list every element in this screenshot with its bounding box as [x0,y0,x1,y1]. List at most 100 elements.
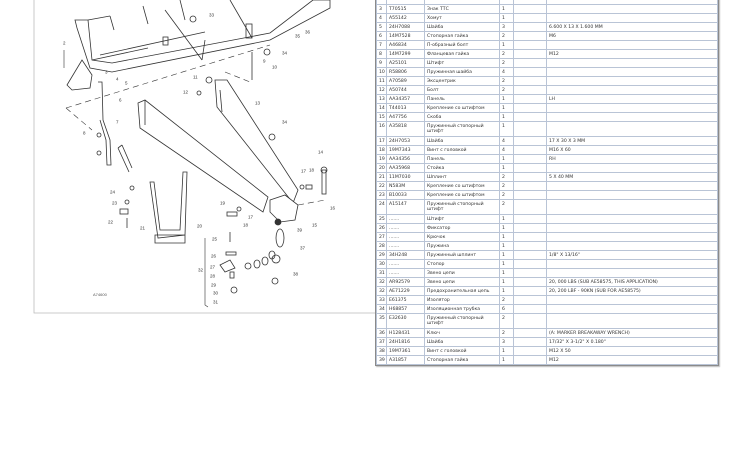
callout-label: 6 [119,98,122,103]
blank-cell [513,22,547,32]
description: Фиксатор [424,223,500,233]
blank-cell [513,40,547,50]
description: Пружинный шплинт [424,250,500,260]
blank-cell [513,112,547,122]
description: Пружинная шайба [424,67,500,77]
callout-label: 10 [272,65,278,70]
description: Стопорная гайка [424,355,500,365]
quantity: 4 [499,67,514,77]
item-number: 23 [376,190,387,200]
item-number: 30 [376,259,387,269]
remarks [546,103,718,113]
callout-label: 31 [213,300,219,305]
remarks: M16 X 60 [546,145,718,155]
callout-label: 22 [108,220,114,225]
callout-label: 17 [301,169,307,174]
callout-label: 26 [211,254,217,259]
item-number: 26 [376,223,387,233]
blank-cell [513,13,547,23]
part-number: A35818 [386,121,425,137]
remarks [546,313,718,329]
callout-label: 12 [183,90,189,95]
remarks: 17/32" X 3-1/2" X 0.180" [546,337,718,347]
quantity: 2 [499,313,514,329]
description: Фланцевая гайка [424,49,500,59]
item-number: 14 [376,103,387,113]
item-number: 33 [376,295,387,305]
item-number: 18 [376,145,387,155]
part-number: 24H7053 [386,136,425,146]
description: Предохранительная цепь [424,286,500,296]
quantity: 4 [499,145,514,155]
callout-label: 14 [318,150,324,155]
part-number: 14M7528 [386,31,425,41]
callout-label: 3 [105,70,108,75]
description: Крепление со штифтом [424,103,500,113]
part-number: A47756 [386,112,425,122]
part-number: 14M7299 [386,49,425,59]
part-number: H68857 [386,304,425,314]
item-number: 7 [376,40,387,50]
blank-cell [513,346,547,356]
blank-cell [513,232,547,242]
callout-label: 19 [220,201,226,206]
callout-label: 34 [282,120,288,125]
item-number: 32 [376,277,387,287]
quantity: 2 [499,172,514,182]
quantity: 2 [499,199,514,215]
part-number: 19M7361 [386,346,425,356]
blank-cell [513,4,547,14]
callout-label: 23 [112,201,118,206]
part-number: R58806 [386,67,425,77]
callout-label: 15 [312,223,318,228]
quantity: 2 [499,58,514,68]
part-number: E32630 [386,313,425,329]
assembly-guide-lines [65,44,326,206]
remarks [546,40,718,50]
item-number: 34 [376,304,387,314]
callout-label: 28 [210,274,216,279]
blank-cell [513,355,547,365]
callout-label: 18 [243,223,249,228]
part-number: AA34356 [386,154,425,164]
callout-label: 34 [282,51,288,56]
item-number: 21 [376,172,387,182]
diagram-frame [33,0,375,314]
remarks [546,181,718,191]
remarks: 6.600 X 13 X 1.600 MM [546,22,718,32]
blank-cell [513,286,547,296]
quantity: 1 [499,286,514,296]
remarks [546,4,718,14]
part-number: ....... [386,232,425,242]
remarks [546,121,718,137]
description: Звено цепи [424,268,500,278]
remarks [546,259,718,269]
description: Хомут [424,13,500,23]
blank-cell [513,304,547,314]
callout-label: 5 [125,81,128,86]
remarks [546,295,718,305]
description: Стопорная гайка [424,31,500,41]
blank-cell [513,190,547,200]
figure-code: A74600 [93,292,108,297]
part-number: 34H248 [386,250,425,260]
item-number: 35 [376,313,387,329]
part-number: ....... [386,241,425,251]
item-number: 39 [376,355,387,365]
remarks: 17 X 30 X 3 MM [546,136,718,146]
quantity: 2 [499,181,514,191]
